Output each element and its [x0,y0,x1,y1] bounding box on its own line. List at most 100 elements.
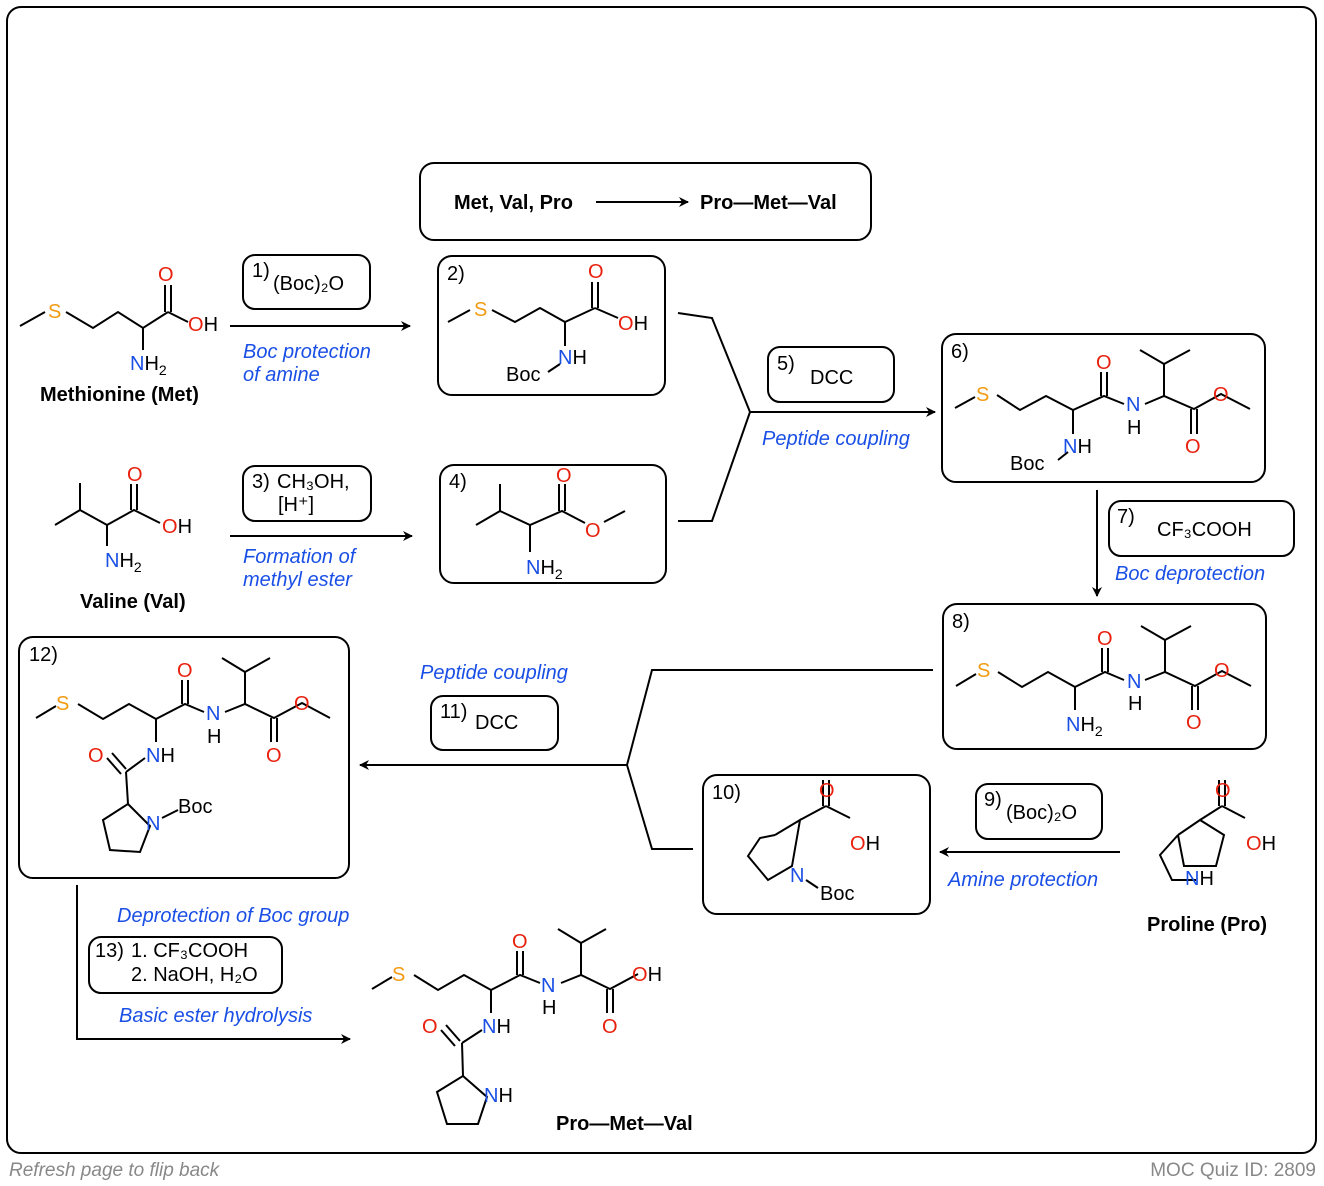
step3-reagent-line2: [H⁺] [278,494,314,516]
svg-text:S: S [977,660,990,682]
svg-text:NH2: NH2 [526,557,563,582]
compound12-box: 12) S O N H O O NH O N Boc [18,636,350,879]
compound2-box: 2) S O OH NH Boc [437,255,666,396]
step11-reagent: DCC [475,712,518,734]
svg-text:NH: NH [1185,868,1214,890]
svg-text:Boc: Boc [506,364,540,386]
svg-text:Boc: Boc [820,883,854,905]
label-proline: Proline (Pro) [1147,914,1267,936]
svg-text:S: S [48,301,61,323]
svg-text:O: O [1185,436,1201,458]
svg-text:O: O [127,464,143,486]
svg-text:1): 1) [252,260,270,282]
step3-reagent-box: 3) CH₃OH, [H⁺] [242,465,372,522]
step7-reagent: CF₃COOH [1157,519,1252,541]
svg-text:OH: OH [162,516,192,538]
svg-text:O: O [588,261,604,283]
merge-lines-step5 [677,312,752,522]
summary-box: Met, Val, Pro Pro—Met—Val [419,162,872,241]
step13-reagent-line2: 2. NaOH, H₂O [131,964,258,986]
step11-reagent-box: 11) DCC [430,695,559,751]
svg-text:OH: OH [632,964,662,986]
step13-reagent-box: 13) 1. CF₃COOH 2. NaOH, H₂O [88,936,283,994]
valine-structure: O OH NH2 [54,464,192,575]
svg-text:13): 13) [95,940,124,962]
svg-text:NH: NH [482,1016,511,1038]
step1-desc-line2: of amine [243,364,320,386]
svg-text:OH: OH [188,314,218,336]
merge-lines-step11 [625,669,933,850]
svg-text:Boc: Boc [1010,453,1044,475]
svg-text:NH: NH [146,745,175,767]
step3-desc-line1: Formation of [243,546,358,568]
svg-text:O: O [512,931,528,953]
svg-text:O: O [602,1016,618,1038]
step5-reagent: DCC [810,367,853,389]
svg-text:6): 6) [951,341,969,363]
step9-reagent: (Boc)₂O [1006,802,1077,824]
svg-text:NH2: NH2 [105,550,142,575]
arrow-step13 [76,885,351,1044]
svg-text:O: O [1214,660,1230,682]
svg-text:NH2: NH2 [1066,714,1103,739]
step1-desc-line1: Boc protection [243,341,371,363]
svg-text:9): 9) [984,789,1002,811]
svg-text:H: H [1127,417,1141,439]
svg-text:O: O [294,693,310,715]
svg-text:O: O [422,1016,438,1038]
proline-structure: O OH NH [1158,780,1276,890]
compound8-box: 8) S O N H O O NH2 [942,603,1267,750]
svg-text:7): 7) [1117,506,1135,528]
svg-text:O: O [266,745,282,767]
svg-text:O: O [88,745,104,767]
product-structure: S O N H OH O NH O NH [371,928,662,1125]
svg-text:8): 8) [952,611,970,633]
svg-text:O: O [819,780,835,802]
svg-text:12): 12) [29,644,58,666]
svg-text:N: N [1126,394,1140,416]
step9-reagent-box: 9) (Boc)₂O [975,783,1103,840]
svg-text:O: O [1186,712,1202,734]
methionine-structure: S O OH NH2 [19,264,218,378]
step7-desc: Boc deprotection [1115,563,1265,585]
svg-text:S: S [474,299,487,321]
label-methionine: Methionine (Met) [40,384,199,406]
svg-text:OH: OH [618,313,648,335]
svg-text:3): 3) [252,471,270,493]
svg-text:H: H [542,997,556,1019]
svg-text:NH2: NH2 [130,353,167,378]
svg-text:O: O [556,465,572,487]
compound10-box: 10) O OH N Boc [702,774,931,915]
step1-reagent: (Boc)₂O [273,273,344,295]
step1-reagent-box: 1) (Boc)₂O [242,254,371,310]
svg-text:Boc: Boc [178,796,212,818]
svg-text:O: O [1213,384,1229,406]
svg-text:O: O [1097,628,1113,650]
svg-text:4): 4) [449,471,467,493]
step13-reagent-line1: 1. CF₃COOH [131,940,248,962]
svg-text:N: N [146,813,160,835]
label-product: Pro—Met—Val [556,1113,693,1135]
svg-text:S: S [392,964,405,986]
footer-flip-hint[interactable]: Refresh page to flip back [9,1160,221,1181]
card-frame [6,6,1317,1154]
svg-text:NH: NH [1063,436,1092,458]
svg-text:H: H [207,726,221,748]
summary-left: Met, Val, Pro [454,192,573,214]
step13-desc-line2: Basic ester hydrolysis [119,1005,312,1027]
step5-reagent-box: 5) DCC [767,346,895,403]
svg-text:O: O [585,520,601,542]
svg-text:O: O [1096,352,1112,374]
step3-reagent-line1: CH₃OH, [277,471,350,493]
step5-desc: Peptide coupling [762,428,910,450]
svg-text:2): 2) [447,263,465,285]
svg-text:O: O [1215,780,1231,802]
svg-text:S: S [56,693,69,715]
svg-text:N: N [206,703,220,725]
svg-text:10): 10) [712,782,741,804]
svg-text:NH: NH [558,347,587,369]
svg-text:5): 5) [777,353,795,375]
svg-text:N: N [1127,671,1141,693]
summary-right: Pro—Met—Val [700,192,837,214]
